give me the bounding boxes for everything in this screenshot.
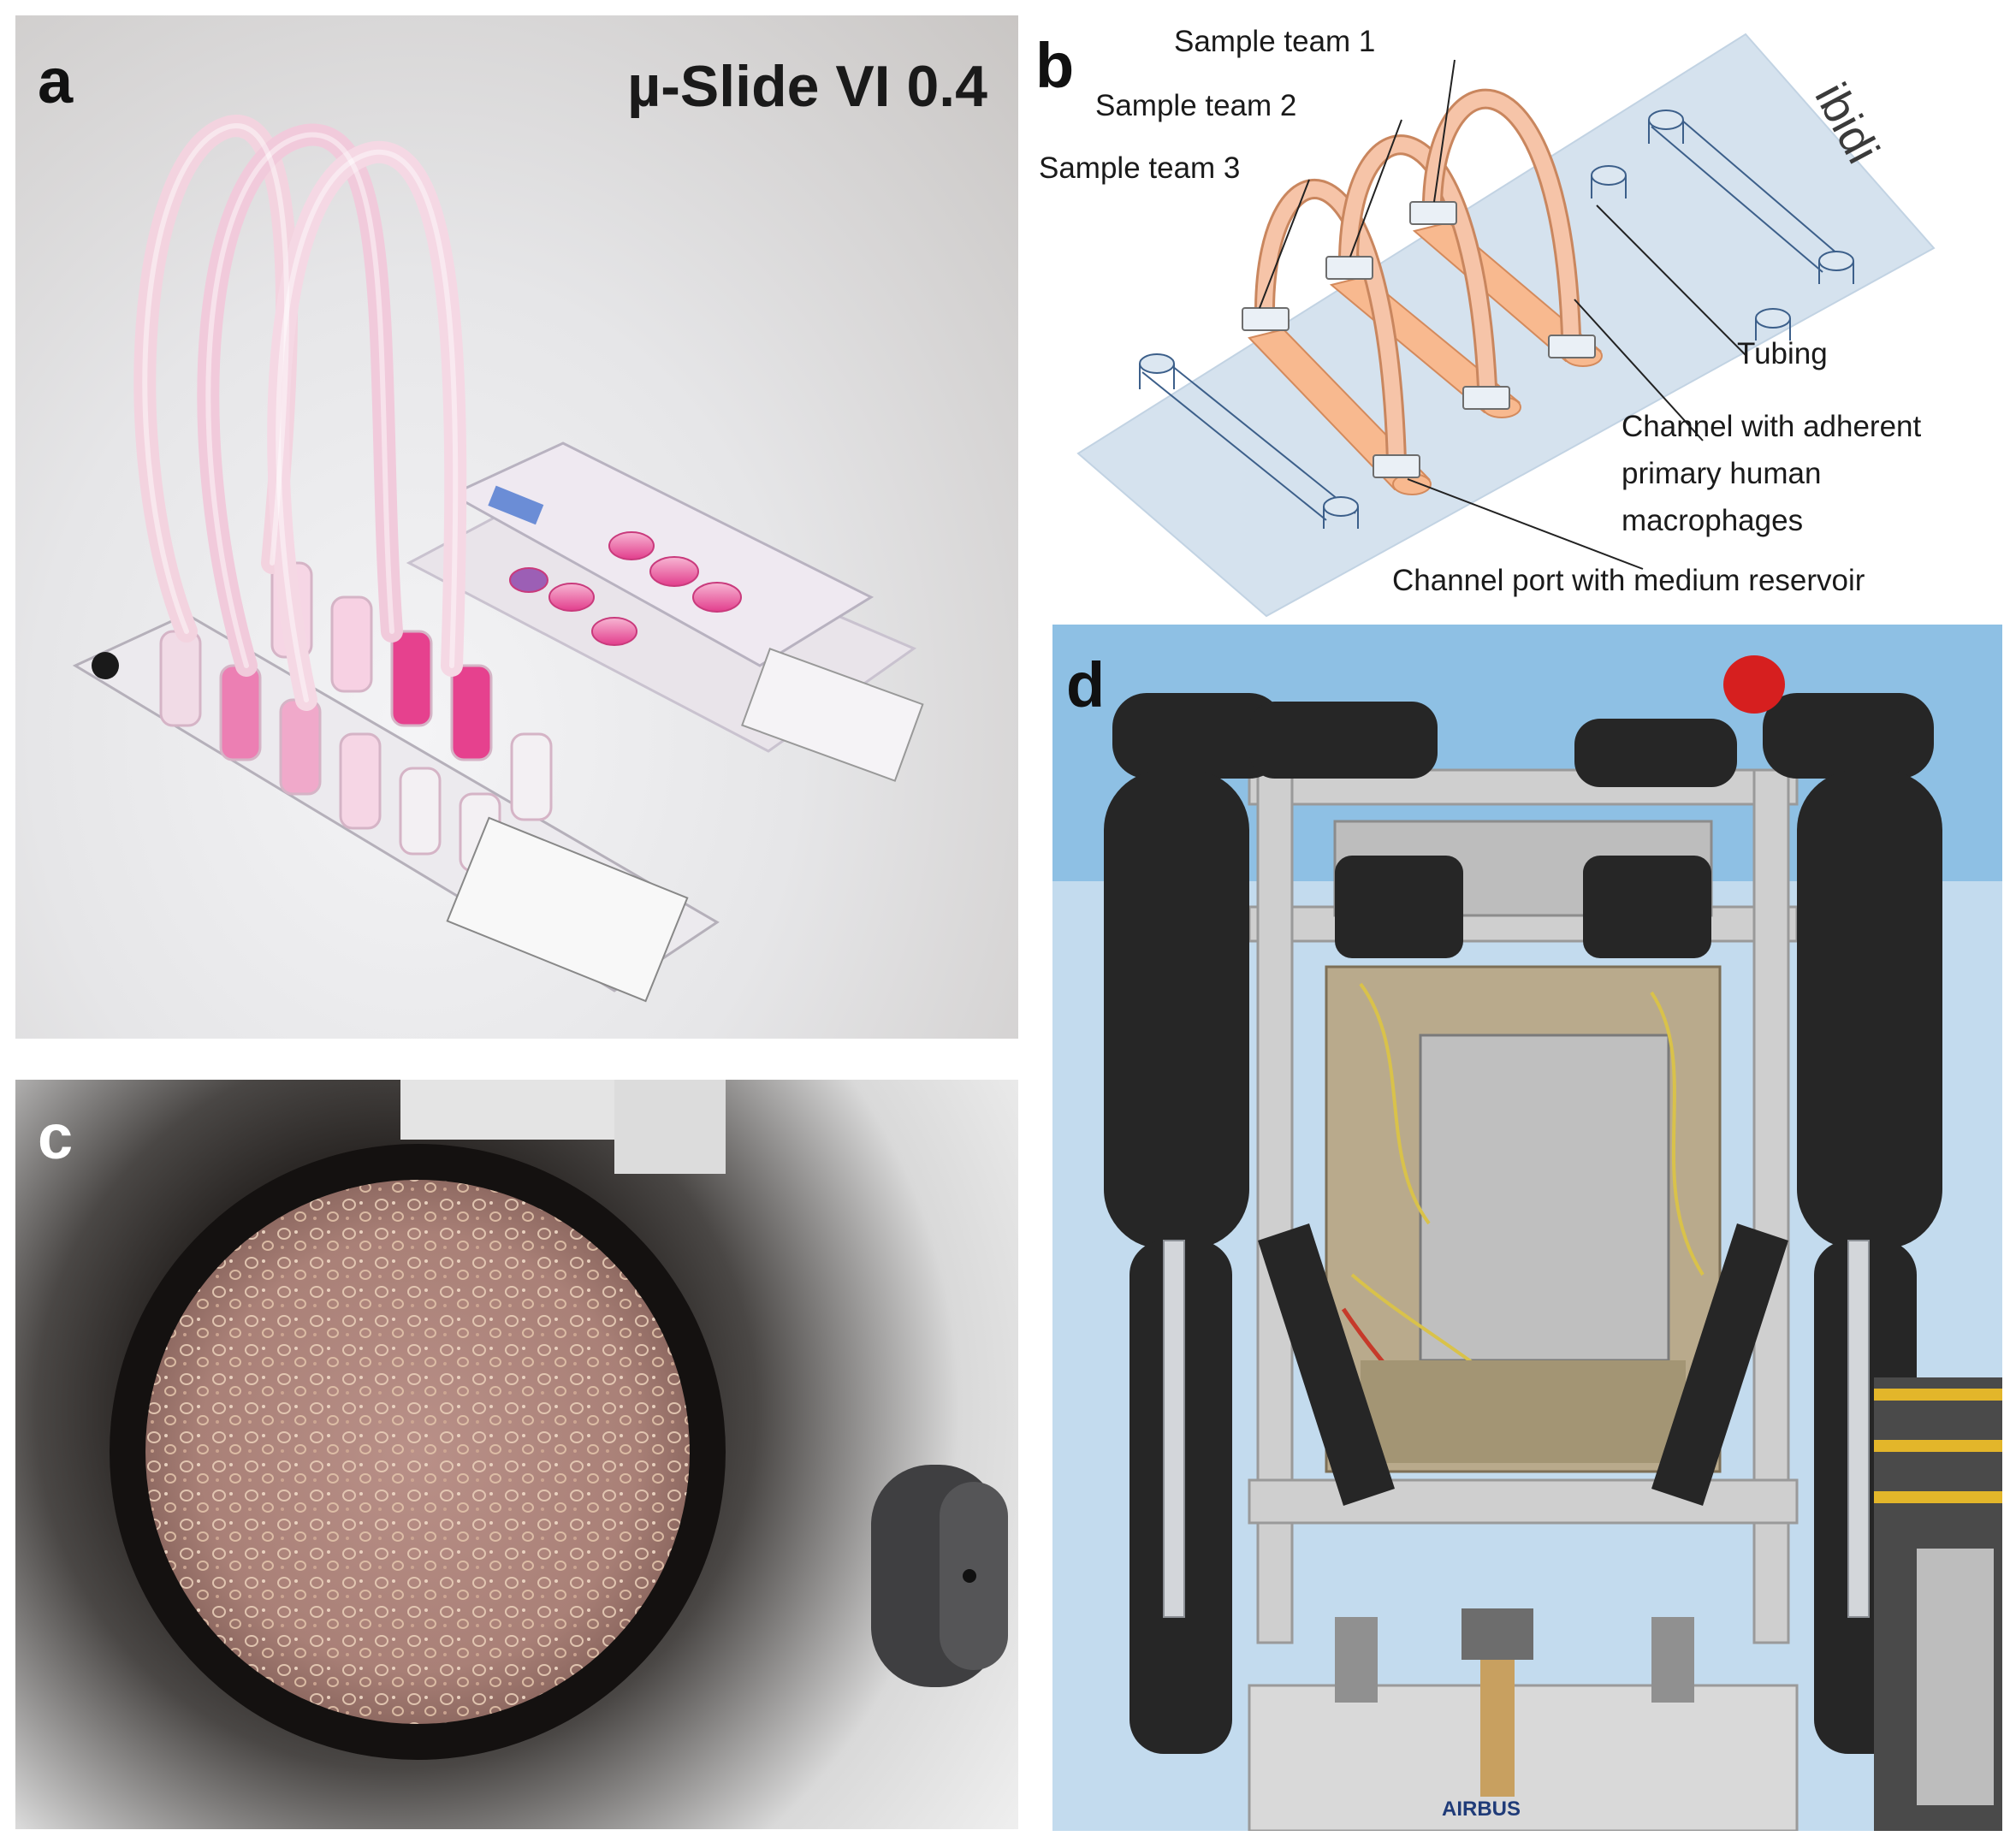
tube-connectors <box>1242 201 1596 478</box>
panel-b-schematic: ibidi Sample team 1 Sample team 2 Sample… <box>1027 0 2004 625</box>
panel-d-label: d <box>1066 649 1106 720</box>
slide-base <box>1076 33 1936 618</box>
tubing-arches <box>1254 88 1581 472</box>
airbus-plate: AIRBUS <box>1442 1798 1521 1821</box>
panel-d-hardware-photo: AIRBUS d <box>1052 625 2002 1831</box>
hardware-illustration: AIRBUS <box>1052 625 2002 1831</box>
label-channel-line1: Channel with adherent <box>1622 410 1922 443</box>
leader-lines <box>1259 59 1746 570</box>
tubing-loops <box>133 115 467 711</box>
panel-c-label: c <box>38 1101 74 1172</box>
label-sample-team-2: Sample team 2 <box>1095 89 1296 122</box>
label-tubing: Tubing <box>1737 337 1828 370</box>
empty-channels <box>1139 110 1854 529</box>
panel-c-micrograph: c <box>15 1080 1018 1829</box>
side-equipment <box>1874 1377 2002 1831</box>
microscope-view <box>110 1080 1008 1760</box>
label-sample-team-3: Sample team 3 <box>1039 151 1240 185</box>
red-beacon <box>1723 655 1785 714</box>
slide-schematic: ibidi Sample team 1 Sample team 2 Sample… <box>1039 25 1936 618</box>
panel-a-title: µ-Slide VI 0.4 <box>627 54 987 119</box>
back-slide <box>406 441 924 782</box>
label-sample-team-1: Sample team 1 <box>1174 25 1375 58</box>
label-channel-line3: macrophages <box>1622 504 1803 537</box>
panel-a-photo: a µ-Slide VI 0.4 <box>15 15 1018 1039</box>
panel-a-label: a <box>38 45 74 116</box>
slide-photo-illustration <box>72 115 924 1003</box>
front-slide <box>72 561 720 1003</box>
panel-b-label: b <box>1035 30 1075 101</box>
label-channel-port: Channel port with medium reservoir <box>1392 564 1865 597</box>
foam-arms <box>1104 693 1942 1754</box>
label-channel-line2: primary human <box>1622 457 1821 490</box>
